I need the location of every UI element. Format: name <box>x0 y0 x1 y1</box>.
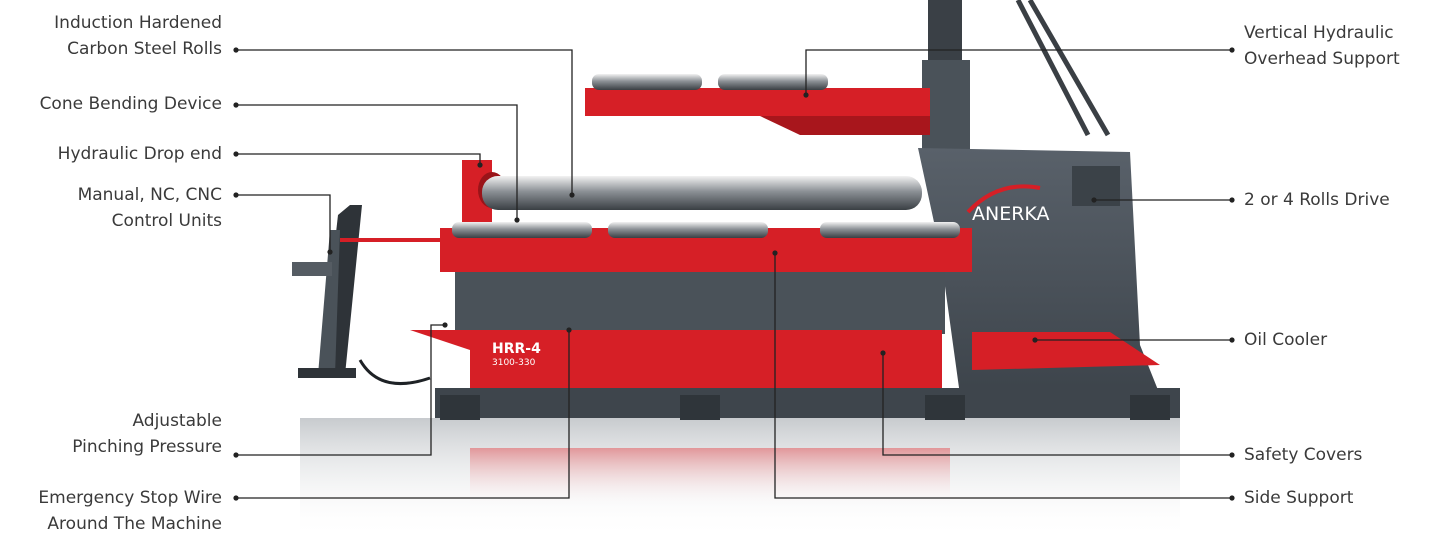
model-label: HRR-4 <box>492 341 541 357</box>
brand-logo: ANERKA <box>972 203 1050 225</box>
label-cone: Cone Bending Device <box>39 94 222 114</box>
label-oil: Oil Cooler <box>1244 330 1328 350</box>
leader-side <box>774 253 1232 499</box>
control-pedestal <box>292 205 440 386</box>
top-roll <box>482 176 922 210</box>
label-drive: 2 or 4 Rolls Drive <box>1244 190 1390 210</box>
leader-estop <box>236 330 570 499</box>
leader-cone <box>236 104 518 220</box>
overhead-support-column <box>922 0 1111 150</box>
model-sub-label: 3100-330 <box>492 358 536 368</box>
leader-control <box>236 194 331 252</box>
leader-pinching <box>236 324 445 456</box>
floor-reflection <box>300 418 1180 538</box>
oil-cooler-panel <box>972 332 1160 370</box>
label-control: Manual, NC, CNC Control Units <box>77 185 222 231</box>
label-estop: Emergency Stop Wire Around The Machine <box>38 488 222 534</box>
roll-frame <box>440 222 972 272</box>
machine-base <box>435 388 1180 420</box>
label-rolls: Induction Hardened Carbon Steel Rolls <box>54 13 222 59</box>
leader-safety <box>882 353 1232 456</box>
leader-overhead <box>805 49 1232 95</box>
label-drop-end: Hydraulic Drop end <box>57 144 222 164</box>
lower-red-base: HRR-4 3100-330 <box>410 330 1160 388</box>
machine-mid-body <box>455 272 945 334</box>
label-pinching: Adjustable Pinching Pressure <box>72 411 222 457</box>
leader-drop-end <box>236 153 481 165</box>
leader-rolls <box>236 49 573 195</box>
leader-dots <box>233 47 1235 501</box>
label-overhead: Vertical Hydraulic Overhead Support <box>1244 23 1400 69</box>
label-safety: Safety Covers <box>1244 445 1363 465</box>
label-side: Side Support <box>1244 488 1354 508</box>
overhead-support-arm <box>585 74 930 135</box>
leader-lines <box>236 49 1232 499</box>
